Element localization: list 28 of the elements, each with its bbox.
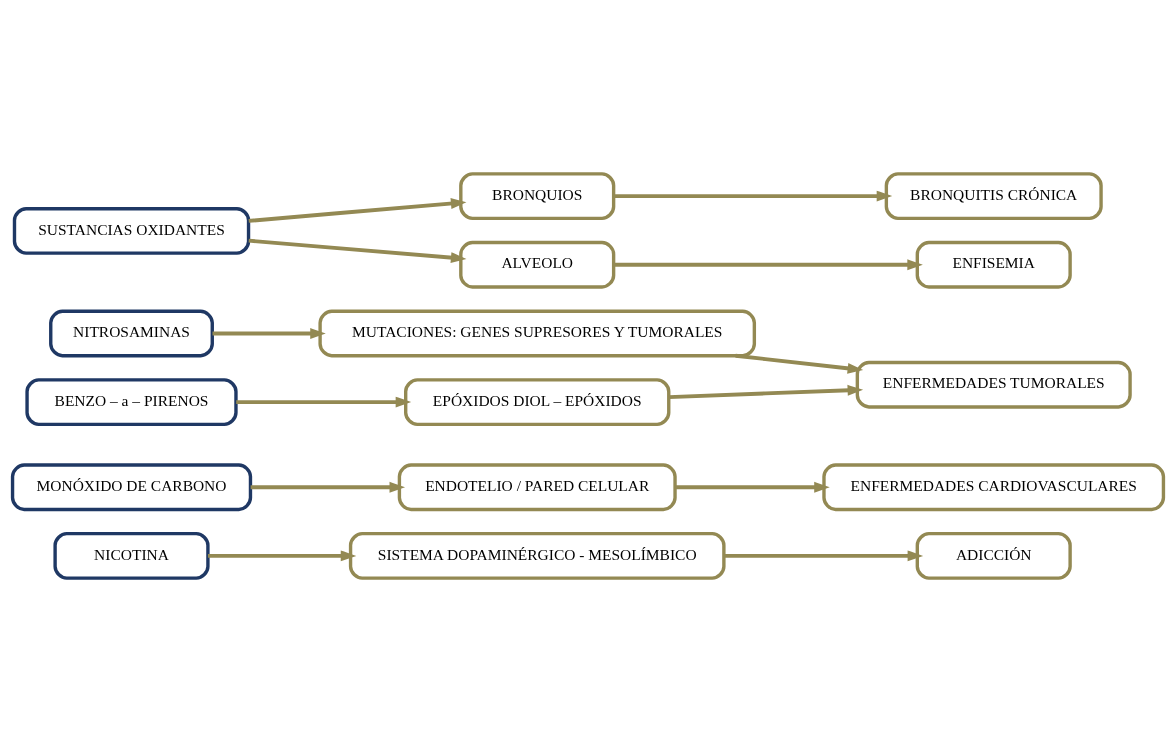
- arrow: [735, 353, 864, 374]
- node-box: SUSTANCIAS OXIDANTES: [12, 206, 251, 255]
- node-box: NITROSAMINAS: [49, 309, 214, 357]
- node-box: BRONQUIOS: [459, 171, 616, 220]
- arrow: [248, 197, 467, 223]
- arrow: [613, 258, 923, 270]
- arrow: [250, 481, 406, 493]
- arrow: [724, 549, 924, 561]
- node-box: ADICCIÓN: [915, 531, 1072, 580]
- node-box: NICOTINA: [53, 531, 210, 580]
- arrow: [669, 384, 864, 399]
- arrow: [675, 481, 830, 493]
- node-box: SISTEMA DOPAMINÉRGICO - MESOLÍMBICO: [348, 531, 726, 580]
- arrow: [212, 327, 326, 339]
- arrow: [236, 396, 412, 408]
- node-box: ENDOTELIO / PARED CELULAR: [397, 462, 677, 511]
- node-box: BENZO – a – PIRENOS: [25, 377, 238, 426]
- node-box: ENFISEMIA: [915, 240, 1072, 289]
- node-box: EPÓXIDOS DIOL – EPÓXIDOS: [404, 377, 671, 426]
- arrow: [207, 549, 357, 561]
- arrow: [248, 238, 467, 263]
- node-box: MUTACIONES: GENES SUPRESORES Y TUMORALES: [318, 309, 757, 357]
- arrow: [613, 190, 893, 202]
- node-box: ALVEOLO: [459, 240, 616, 289]
- node-box: ENFERMEDADES TUMORALES: [855, 360, 1132, 409]
- node-box: MONÓXIDO DE CARBONO: [10, 462, 253, 511]
- node-box: BRONQUITIS CRÓNICA: [884, 171, 1103, 220]
- node-box: ENFERMEDADES CARDIOVASCULARES: [822, 462, 1166, 511]
